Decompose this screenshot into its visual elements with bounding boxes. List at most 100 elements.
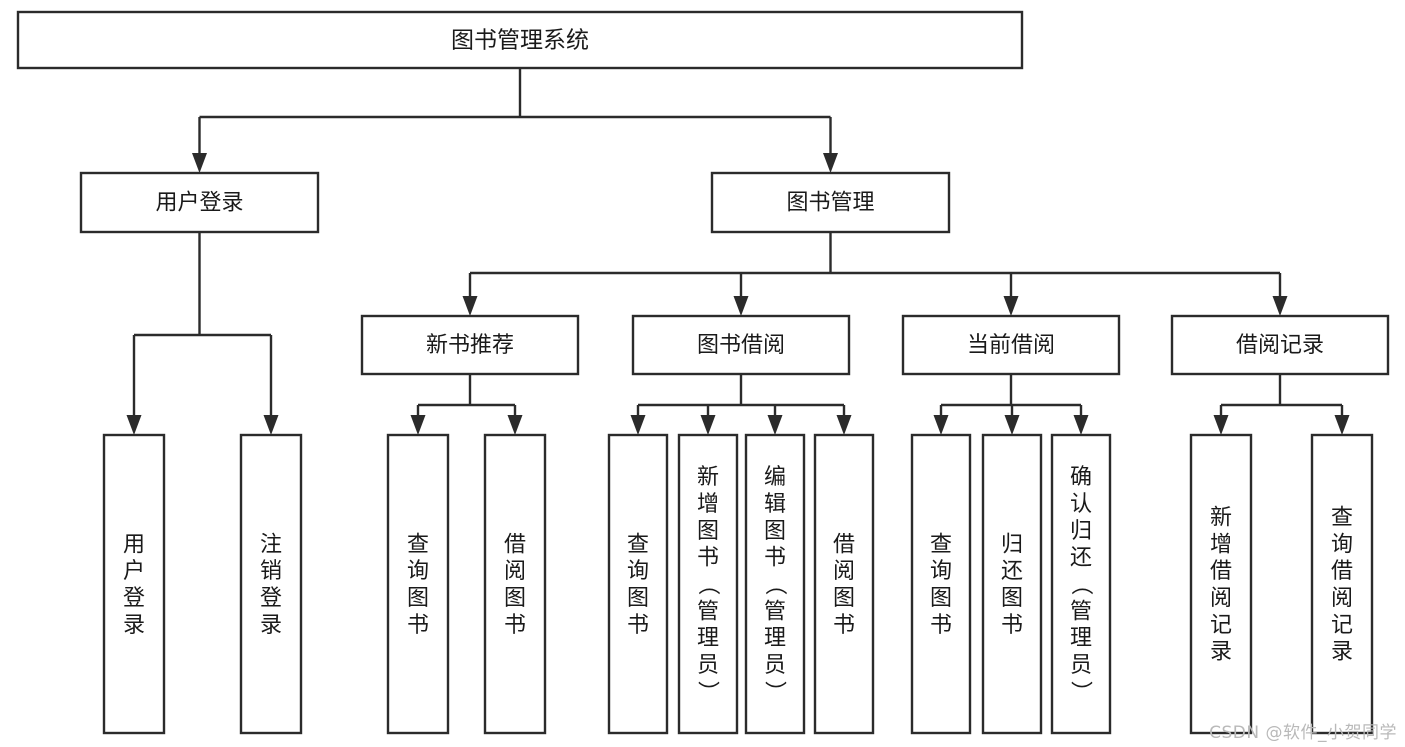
node-label-char: 书 <box>627 613 649 638</box>
node-label-char: 管 <box>764 599 786 624</box>
node-label-char: 书 <box>764 546 786 571</box>
node-label-char: 询 <box>407 559 429 584</box>
node-book-manage[interactable]: 图书管理 <box>710 171 951 234</box>
node-label-char: 书 <box>833 613 855 638</box>
node-label-char: 理 <box>697 626 719 651</box>
node-label-char: 借 <box>504 532 526 557</box>
arrowhead <box>700 415 716 435</box>
node-label: 用户登录 <box>155 191 243 216</box>
arrowhead <box>1334 415 1350 435</box>
node-label: 图书借阅 <box>697 333 785 358</box>
node-borrow-record[interactable]: 借阅记录 <box>1170 314 1390 376</box>
node-label-char: 还 <box>1070 546 1092 571</box>
node-label-char: 书 <box>407 613 429 638</box>
node-label: 新书推荐 <box>426 333 514 358</box>
node-label-char: 新 <box>697 465 719 490</box>
node-label-char: 图 <box>833 586 855 611</box>
node-label-char: 注 <box>260 532 282 557</box>
node-label-char: 记 <box>1331 613 1353 638</box>
node-label-char: 归 <box>1001 532 1023 557</box>
arrowhead <box>933 415 949 435</box>
node-box <box>16 10 1024 70</box>
node-label: 当前借阅 <box>967 333 1055 358</box>
node-label-char: 新 <box>1210 505 1232 530</box>
node-label-char: 户 <box>123 559 145 584</box>
csdn-watermark: CSDN @软件_小贺同学 <box>1209 723 1397 743</box>
node-label-char: 图 <box>1001 586 1023 611</box>
node-label-char: 销 <box>260 559 282 584</box>
arrowhead <box>767 415 783 435</box>
arrowhead <box>823 153 838 173</box>
node-box <box>386 433 450 735</box>
edge-group-borrow-record <box>1213 374 1350 435</box>
node-label-char: 编 <box>764 465 786 490</box>
edge-group-book-manage <box>462 232 1288 316</box>
node-label-char: 查 <box>930 532 952 557</box>
node-box <box>239 433 303 735</box>
node-label-char: 借 <box>1331 559 1353 584</box>
node-label-char: 录 <box>1210 640 1232 665</box>
node-label: 图书管理系统 <box>451 28 589 54</box>
node-label-char: ） <box>1068 681 1093 703</box>
node-label-char: 增 <box>1210 532 1232 557</box>
node-label-char: 员 <box>697 653 719 678</box>
node-label-char: 图 <box>930 586 952 611</box>
node-label-char: （ <box>762 573 787 595</box>
node-label-char: 查 <box>407 532 429 557</box>
node-box <box>360 314 580 376</box>
node-label-char: 图 <box>764 519 786 544</box>
node-new-book-rec[interactable]: 新书推荐 <box>360 314 580 376</box>
node-label-char: 阅 <box>1210 586 1232 611</box>
arrowhead <box>462 296 478 316</box>
node-label-char: 书 <box>930 613 952 638</box>
node-current-borrow[interactable]: 当前借阅 <box>901 314 1121 376</box>
node-box <box>1310 433 1374 735</box>
node-book-borrow[interactable]: 图书借阅 <box>631 314 851 376</box>
node-label-char: 归 <box>1070 519 1092 544</box>
node-label-char: 登 <box>123 586 145 611</box>
node-label-char: 询 <box>1331 532 1353 557</box>
node-user-login[interactable]: 用户登录 <box>79 171 320 234</box>
node-box <box>901 314 1121 376</box>
node-label-char: ） <box>695 681 720 703</box>
node-label-char: 阅 <box>1331 586 1353 611</box>
node-label-char: 登 <box>260 586 282 611</box>
node-box <box>1050 433 1112 735</box>
node-label-char: 图 <box>697 519 719 544</box>
node-label-char: 还 <box>1001 559 1023 584</box>
node-box <box>1170 314 1390 376</box>
node-label-char: 书 <box>504 613 526 638</box>
arrowhead <box>126 415 142 435</box>
node-label-char: 增 <box>697 492 719 517</box>
node-label-char: （ <box>1068 573 1093 595</box>
node-box <box>910 433 972 735</box>
node-label-char: 员 <box>764 653 786 678</box>
arrowhead <box>1213 415 1229 435</box>
node-label-char: 询 <box>627 559 649 584</box>
node-box <box>813 433 875 735</box>
arrowhead <box>1003 296 1019 316</box>
arrowhead <box>1004 415 1020 435</box>
node-box <box>1189 433 1253 735</box>
node-label-char: 员 <box>1070 653 1092 678</box>
node-root[interactable]: 图书管理系统 <box>16 10 1024 70</box>
node-label-char: 辑 <box>764 492 786 517</box>
node-label-char: 借 <box>1210 559 1232 584</box>
node-label-char: 记 <box>1210 613 1232 638</box>
edge-group-current-borrow <box>933 374 1089 435</box>
node-label: 图书管理 <box>786 191 874 216</box>
node-box <box>607 433 669 735</box>
node-leaf-user-login[interactable]: 用户登录 <box>102 433 166 735</box>
